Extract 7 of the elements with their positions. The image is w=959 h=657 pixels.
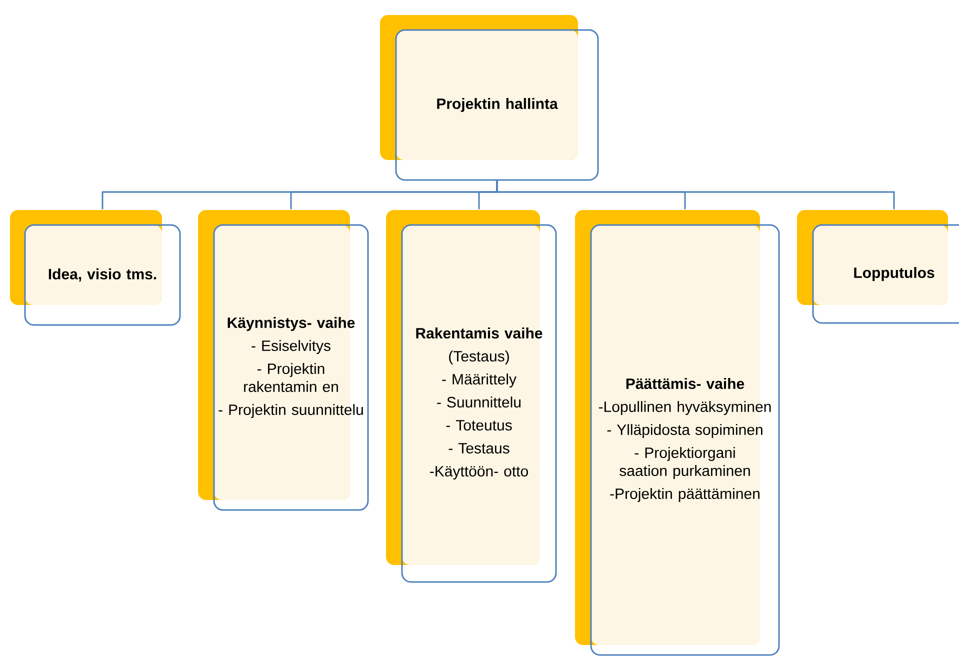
- process-box: Lopputulos: [797, 210, 959, 324]
- process-box: Rakentamis vaihe (Testaus) - Määrittely - Suunnittelu - Toteutus - Testaus -Käyttöön- otto: [386, 210, 557, 583]
- process-box: Idea, visio tms.: [10, 210, 181, 326]
- process-box: Päättämis- vaihe -Lopullinen hyväksyminen - Ylläpidosta sopiminen - Projektiorgani saation purkaminen -Projektin päättäminen: [575, 210, 780, 656]
- process-box: Käynnistys- vaihe - Esiselvitys - Projektin rakentamin en - Projektin suunnittelu: [198, 210, 369, 511]
- connector-line: [496, 180, 895, 210]
- process-box: Projektin hallinta: [380, 15, 599, 181]
